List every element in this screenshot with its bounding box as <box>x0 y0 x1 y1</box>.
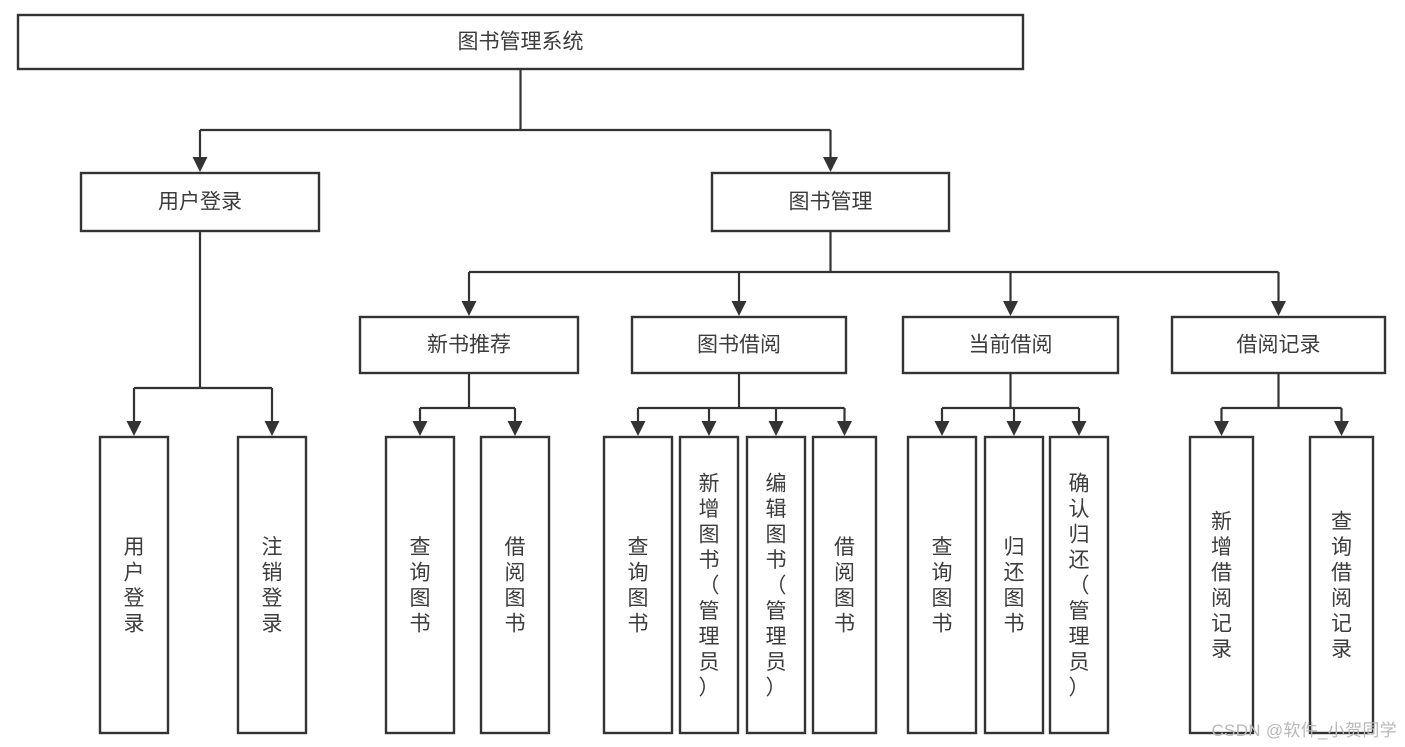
node-box <box>745 435 807 735</box>
node-box <box>811 435 878 735</box>
arrow-head-icon <box>1214 421 1229 436</box>
node-box <box>906 435 978 735</box>
node-leaf-4[interactable]: 查询图书 <box>602 435 674 735</box>
node-box <box>1170 315 1387 375</box>
node-label: 用户登录 <box>158 191 242 214</box>
node-leaf-9[interactable]: 归还图书 <box>983 435 1045 735</box>
node-label: 新书推荐 <box>427 334 511 357</box>
arrow-head-icon <box>126 421 142 436</box>
node-leaf-5[interactable]: 新增图书（管理员） <box>678 435 740 735</box>
node-box <box>901 315 1120 375</box>
node-leaf-11[interactable]: 新增借阅记录 <box>1188 435 1255 735</box>
nodes-layer: 图书管理系统用户登录图书管理新书推荐图书借阅当前借阅借阅记录用户登录注销登录查询… <box>16 13 1387 735</box>
node-label: 查询图书 <box>932 536 953 636</box>
node-label: 图书管理 <box>789 191 873 214</box>
node-root[interactable]: 图书管理系统 <box>16 13 1025 71</box>
node-label: 图书借阅 <box>697 334 781 357</box>
node-label: 查询图书 <box>628 536 649 636</box>
node-leaf-2[interactable]: 查询图书 <box>384 435 456 735</box>
arrow-head-icon <box>507 421 523 436</box>
node-level3-3[interactable]: 借阅记录 <box>1170 315 1387 375</box>
node-label: 新增图书（管理员） <box>699 472 720 699</box>
node-box <box>1308 435 1375 735</box>
node-label: 图书管理系统 <box>458 31 584 54</box>
node-leaf-8[interactable]: 查询图书 <box>906 435 978 735</box>
node-level2-0[interactable]: 用户登录 <box>79 171 321 233</box>
arrow-head-icon <box>1003 301 1018 316</box>
arrow-head-icon <box>1071 421 1087 436</box>
node-level2-1[interactable]: 图书管理 <box>710 171 951 233</box>
node-leaf-6[interactable]: 编辑图书（管理员） <box>745 435 807 735</box>
node-box <box>384 435 456 735</box>
node-label: 查询图书 <box>410 536 431 636</box>
node-label: 用户登录 <box>124 536 145 636</box>
arrow-head-icon <box>701 421 717 436</box>
arrow-head-icon <box>731 301 747 316</box>
arrow-head-icon <box>412 421 428 436</box>
arrow-head-icon <box>934 421 950 436</box>
node-box <box>630 315 848 375</box>
node-label: 借阅图书 <box>834 536 855 636</box>
node-label: 注销登录 <box>262 536 283 636</box>
node-box <box>1048 435 1110 735</box>
node-label: 借阅图书 <box>505 536 526 636</box>
node-box <box>79 171 321 233</box>
node-leaf-1[interactable]: 注销登录 <box>236 435 308 735</box>
node-label: 新增借阅记录 <box>1211 511 1232 662</box>
node-level3-0[interactable]: 新书推荐 <box>358 315 580 375</box>
edges-layer <box>126 69 1349 436</box>
node-leaf-10[interactable]: 确认归还（管理员） <box>1048 435 1110 735</box>
node-box <box>602 435 674 735</box>
arrow-head-icon <box>630 421 646 436</box>
arrow-head-icon <box>192 157 208 172</box>
node-label: 查询借阅记录 <box>1331 511 1352 662</box>
node-level3-2[interactable]: 当前借阅 <box>901 315 1120 375</box>
arrow-head-icon <box>768 421 784 436</box>
node-label: 归还图书 <box>1004 536 1025 636</box>
node-box <box>479 435 551 735</box>
node-leaf-12[interactable]: 查询借阅记录 <box>1308 435 1375 735</box>
csdn-watermark: CSDN @软件_小贺同学 <box>1211 721 1397 740</box>
node-label: 确认归还（管理员） <box>1069 472 1090 699</box>
node-box <box>98 435 170 735</box>
arrow-head-icon <box>264 421 280 436</box>
node-box <box>16 13 1025 71</box>
node-leaf-0[interactable]: 用户登录 <box>98 435 170 735</box>
arrow-head-icon <box>823 157 838 172</box>
arrow-head-icon <box>837 421 852 436</box>
node-label: 当前借阅 <box>969 334 1053 357</box>
arrow-head-icon <box>1334 421 1349 436</box>
node-box <box>983 435 1045 735</box>
arrow-head-icon <box>1271 301 1286 316</box>
node-box <box>1188 435 1255 735</box>
arrow-head-icon <box>1006 421 1022 436</box>
arrow-head-icon <box>461 301 477 316</box>
node-label: 借阅记录 <box>1237 334 1321 357</box>
node-box <box>236 435 308 735</box>
node-level3-1[interactable]: 图书借阅 <box>630 315 848 375</box>
node-box <box>710 171 951 233</box>
node-box <box>678 435 740 735</box>
node-leaf-3[interactable]: 借阅图书 <box>479 435 551 735</box>
node-leaf-7[interactable]: 借阅图书 <box>811 435 878 735</box>
node-box <box>358 315 580 375</box>
node-label: 编辑图书（管理员） <box>766 472 787 699</box>
